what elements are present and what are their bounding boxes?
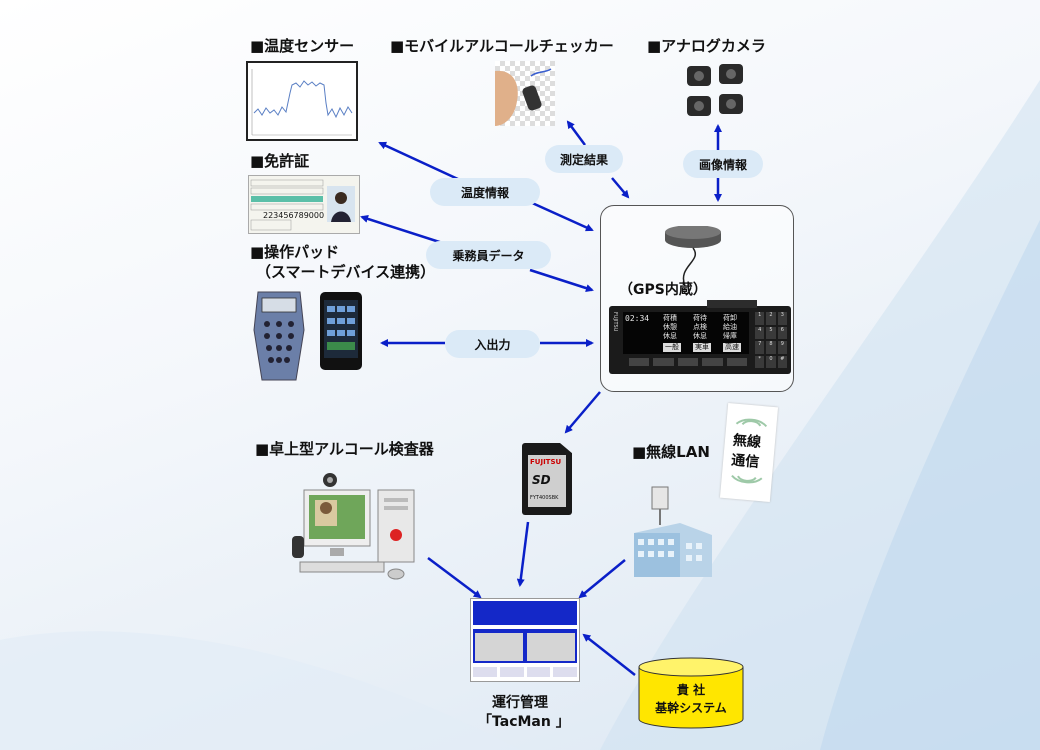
mobile-alcohol-photo	[495, 61, 555, 126]
analog-camera-title: ■アナログカメラ	[647, 37, 766, 55]
keypad-key[interactable]: 6	[777, 326, 787, 339]
core-system-line1: 貴 社	[676, 683, 706, 697]
tacman-pane-left	[475, 633, 523, 661]
display-cell: 点検	[693, 323, 707, 331]
function-key[interactable]	[726, 358, 748, 366]
keypad-key[interactable]: #	[777, 355, 787, 368]
keypad-key[interactable]: 3	[777, 312, 787, 325]
temp-sensor-title: ■温度センサー	[250, 37, 355, 55]
tacman-header	[473, 601, 577, 625]
keypad-key[interactable]: 2	[766, 312, 776, 325]
tacman-button[interactable]	[473, 667, 497, 677]
numeric-keypad: 1 2 3 4 5 6 7 8 9 * 0 #	[755, 312, 787, 368]
tacman-button[interactable]	[526, 667, 551, 677]
wifi-icon	[731, 474, 763, 484]
alcohol-checker-icon	[495, 68, 552, 126]
display-time: 02:34	[625, 314, 650, 323]
building-icon	[634, 486, 712, 577]
database-icon	[638, 657, 744, 729]
tacman-button[interactable]	[499, 667, 524, 677]
keypad-key[interactable]: 0	[766, 355, 776, 368]
tacman-pane-right	[527, 633, 575, 661]
display-cell: 休息	[663, 332, 677, 340]
keypad-key[interactable]: 5	[766, 326, 776, 339]
sd-model: FYT400SBK	[530, 495, 559, 501]
display-cell: 荷待	[693, 314, 707, 322]
flow-label-io: 入出力	[445, 330, 540, 358]
pad-subtitle: （スマートデバイス連携）	[256, 263, 436, 281]
core-system-line2: 基幹システム	[655, 701, 727, 715]
mobile-alcohol-title: ■モバイルアルコールチェッカー	[390, 37, 614, 55]
sd-brand: FUJITSU	[530, 458, 562, 466]
tachograph-unit: FUJITSU 02:34 荷積 荷待 荷卸 休憩 点検 給油 休息 休息 帰庫…	[609, 300, 791, 374]
gps-label: （GPS内蔵）	[619, 282, 707, 298]
unit-display: 02:34 荷積 荷待 荷卸 休憩 点検 給油 休息 休息 帰庫 一般 実車 高…	[623, 312, 749, 354]
analog-camera-group	[685, 62, 755, 122]
keypad-key[interactable]: 9	[777, 341, 787, 354]
display-cell: 荷卸	[723, 314, 737, 322]
flow-label-crew-data: 乗務員データ	[426, 241, 551, 269]
keypad-key[interactable]: 8	[766, 341, 776, 354]
display-cell: 給油	[723, 323, 737, 331]
digital-tachograph-panel: （GPS内蔵） FUJITSU 02:34 荷積 荷待 荷卸 休憩 点検 給油 …	[600, 205, 794, 392]
tacman-subtitle: 「TacMan 」	[478, 714, 570, 730]
wireless-line2: 通信	[730, 452, 760, 471]
display-cell: 実車	[693, 343, 711, 352]
tacman-buttons	[473, 667, 577, 677]
card-slot	[707, 300, 757, 308]
unit-brand: FUJITSU	[612, 312, 618, 332]
sd-logo: SD	[532, 473, 551, 487]
display-cell: 帰庫	[723, 332, 737, 340]
function-key[interactable]	[677, 358, 699, 366]
wireless-line1: 無線	[732, 432, 762, 451]
display-cell: 高速	[723, 343, 741, 352]
keypad-key[interactable]: *	[755, 355, 765, 368]
sd-card: FUJITSU SD FYT400SBK	[522, 443, 572, 515]
desktop-pc-icon	[292, 473, 415, 580]
core-system-database: 貴 社 基幹システム	[637, 657, 745, 729]
tacman-screen	[470, 598, 580, 682]
gps-antenna-icon	[665, 226, 721, 287]
handheld-pad	[250, 290, 308, 382]
handheld-pad-icon	[253, 291, 305, 381]
function-keys	[629, 358, 748, 366]
wireless-lan-building	[630, 485, 715, 580]
flow-label-measurement: 測定結果	[545, 145, 623, 173]
wireless-badge: 無線 通信	[719, 403, 779, 502]
desktop-alcohol-title: ■卓上型アルコール検査器	[255, 440, 434, 458]
display-cell: 荷積	[663, 314, 677, 322]
smartphone	[320, 292, 362, 370]
wifi-icon	[735, 418, 768, 428]
keypad-key[interactable]: 4	[755, 326, 765, 339]
temp-graph-icon	[251, 69, 353, 136]
display-cell: 休息	[693, 332, 707, 340]
camera-icon	[687, 64, 743, 116]
wireless-lan-title: ■無線LAN	[632, 443, 710, 461]
display-cell: 一般	[663, 343, 681, 352]
tacman-button[interactable]	[553, 667, 577, 677]
keypad-key[interactable]: 1	[755, 312, 765, 325]
display-cell: 休憩	[663, 323, 677, 331]
flow-label-image-info: 画像情報	[683, 150, 763, 178]
function-key[interactable]	[653, 358, 674, 366]
license-icon	[250, 179, 355, 231]
license-number: 223456789000	[263, 211, 325, 220]
keypad-key[interactable]: 7	[755, 341, 765, 354]
function-key[interactable]	[702, 358, 723, 366]
license-title: ■免許証	[250, 152, 310, 170]
desktop-alcohol-tester	[290, 470, 420, 585]
flow-label-temp-info: 温度情報	[430, 178, 540, 206]
sd-card-label: FUJITSU SD FYT400SBK	[528, 455, 566, 507]
tacman-body	[473, 629, 577, 663]
temp-sensor-graph	[246, 61, 358, 141]
pad-title: ■操作パッド	[250, 243, 340, 261]
smartphone-icon	[324, 300, 358, 358]
function-key[interactable]	[629, 358, 650, 366]
license-card: 223456789000	[248, 175, 360, 234]
tacman-title: 運行管理	[492, 695, 548, 711]
